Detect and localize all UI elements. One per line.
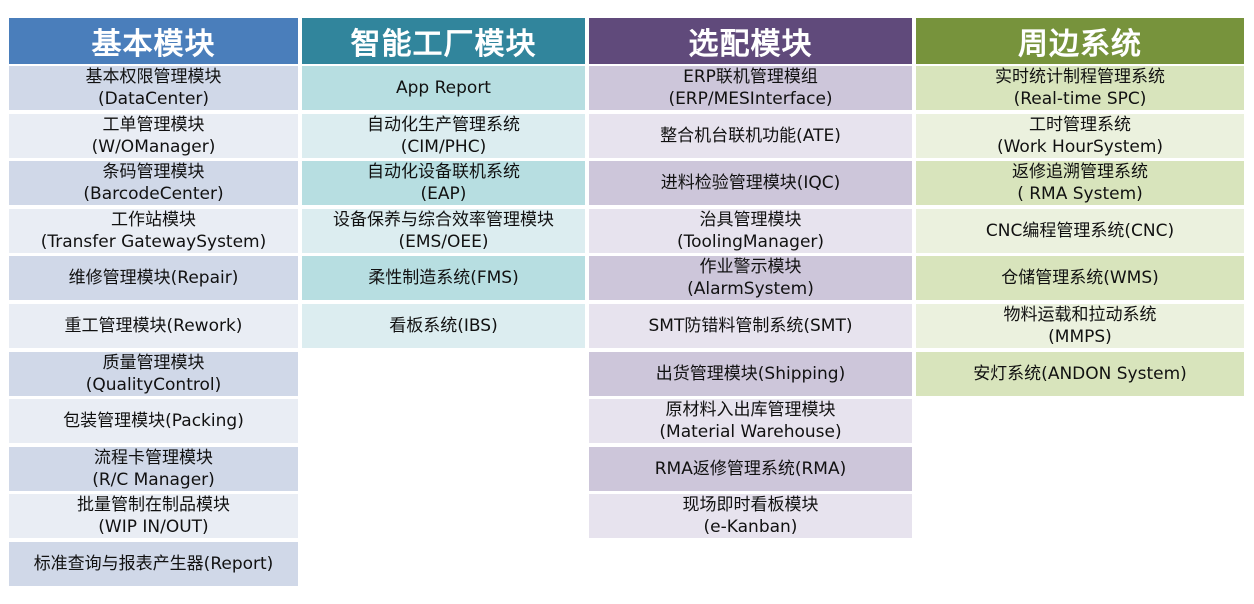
column-header: 基本模块 — [9, 18, 298, 64]
module-item-label: 实时统计制程管理系统 — [995, 67, 1165, 87]
module-item-label: (ERP/MESInterface) — [668, 89, 833, 109]
column-header: 周边系统 — [916, 18, 1244, 64]
module-item-label: 工时管理系统 — [1029, 114, 1131, 135]
module-item-label: 质量管理模块 — [102, 352, 205, 373]
module-item-label: 包装管理模块(Packing) — [63, 411, 244, 432]
module-item-label: 出货管理模块(Shipping) — [655, 363, 846, 384]
module-item-label: (WIP IN/OUT) — [98, 517, 209, 538]
module-item: 安灯系统(ANDON System) — [916, 351, 1244, 396]
module-item-label: (QualityControl) — [85, 374, 222, 395]
module-item-label: 工单管理模块 — [102, 114, 205, 135]
module-item-label: (W/OManager) — [91, 136, 216, 157]
module-item-label: ERP联机管理模组 — [683, 67, 818, 87]
module-item: 返修追溯管理系统( RMA System) — [916, 161, 1244, 206]
module-item-label: 现场即时看板模块 — [682, 495, 819, 516]
module-item-label: (EAP) — [420, 184, 467, 205]
module-item-label: 看板系统(IBS) — [389, 316, 498, 336]
module-item: 治具管理模块(ToolingManager) — [589, 208, 912, 253]
module-item: 看板系统(IBS) — [302, 304, 585, 348]
column-header: 智能工厂模块 — [302, 18, 585, 64]
module-item: 仓储管理系统(WMS) — [916, 256, 1244, 301]
module-item: 重工管理模块(Rework) — [9, 304, 298, 348]
module-item: 整合机台联机功能(ATE) — [589, 113, 912, 158]
module-item-label: 重工管理模块(Rework) — [64, 316, 243, 336]
module-item-label: 物料运载和拉动系统 — [1003, 305, 1157, 325]
column-basic: 基本模块 基本权限管理模块(DataCenter)工单管理模块(W/OManag… — [9, 18, 298, 590]
module-item-label: 维修管理模块(Repair) — [68, 268, 239, 289]
module-item: 进料检验管理模块(IQC) — [589, 161, 912, 206]
module-item-label: (Work HourSystem) — [996, 136, 1164, 157]
module-item-label: 治具管理模块 — [699, 209, 802, 230]
module-item: 设备保养与综合效率管理模块(EMS/OEE) — [302, 208, 585, 253]
module-item-label: (AlarmSystem) — [687, 279, 814, 300]
module-item-label: (DataCenter) — [97, 89, 210, 109]
module-item: 工作站模块(Transfer GatewaySystem) — [9, 208, 298, 253]
module-item-label: App Report — [396, 78, 491, 98]
module-item: 维修管理模块(Repair) — [9, 256, 298, 301]
module-item-label: 自动化设备联机系统 — [367, 162, 520, 183]
module-item-label: (CIM/PHC) — [400, 136, 487, 157]
module-item: 标准查询与报表产生器(Report) — [9, 542, 298, 586]
module-item-label: 返修追溯管理系统 — [1012, 162, 1148, 183]
module-item-label: 设备保养与综合效率管理模块 — [333, 209, 554, 230]
column-peripheral: 周边系统 实时统计制程管理系统(Real-time SPC)工时管理系统(Wor… — [916, 18, 1244, 399]
module-item-label: CNC编程管理系统(CNC) — [985, 220, 1175, 241]
module-item: 原材料入出库管理模块(Material Warehouse) — [589, 399, 912, 444]
module-item-label: 作业警示模块 — [699, 257, 802, 278]
column-header: 选配模块 — [589, 18, 912, 64]
module-item-label: 柔性制造系统(FMS) — [368, 268, 519, 289]
module-item: 流程卡管理模块(R/C Manager) — [9, 446, 298, 491]
module-item: 批量管制在制品模块(WIP IN/OUT) — [9, 494, 298, 539]
module-item-label: (EMS/OEE) — [398, 231, 489, 252]
module-item: 包装管理模块(Packing) — [9, 399, 298, 444]
module-item: 工时管理系统(Work HourSystem) — [916, 113, 1244, 158]
module-item: 工单管理模块(W/OManager) — [9, 113, 298, 158]
module-item: RMA返修管理系统(RMA) — [589, 446, 912, 491]
module-item: ERP联机管理模组(ERP/MESInterface) — [589, 66, 912, 110]
module-item-label: 仓储管理系统(WMS) — [1001, 268, 1159, 289]
module-item: App Report — [302, 66, 585, 110]
module-item-label: 整合机台联机功能(ATE) — [660, 125, 841, 146]
module-item-label: 安灯系统(ANDON System) — [973, 363, 1187, 384]
module-item-label: 条码管理模块 — [102, 162, 205, 183]
module-item-label: 进料检验管理模块(IQC) — [660, 173, 841, 194]
module-item: 物料运载和拉动系统(MMPS) — [916, 304, 1244, 348]
module-item: 现场即时看板模块(e-Kanban) — [589, 494, 912, 539]
module-item-label: 批量管制在制品模块 — [77, 495, 230, 516]
module-item-label: (MMPS) — [1048, 327, 1112, 347]
module-item: CNC编程管理系统(CNC) — [916, 208, 1244, 253]
module-item-label: 自动化生产管理系统 — [367, 114, 520, 135]
module-item-label: (Material Warehouse) — [659, 422, 842, 443]
module-item: 条码管理模块(BarcodeCenter) — [9, 161, 298, 206]
module-item: 出货管理模块(Shipping) — [589, 351, 912, 396]
module-item-label: 工作站模块 — [111, 209, 196, 230]
module-item-label: (Real-time SPC) — [1013, 89, 1147, 109]
module-item-label: (Transfer GatewaySystem) — [40, 231, 267, 252]
module-item: 自动化生产管理系统(CIM/PHC) — [302, 113, 585, 158]
module-item: 柔性制造系统(FMS) — [302, 256, 585, 301]
module-item-label: (e-Kanban) — [703, 517, 798, 538]
module-item: 自动化设备联机系统(EAP) — [302, 161, 585, 206]
module-item: 基本权限管理模块(DataCenter) — [9, 66, 298, 110]
module-item-label: ( RMA System) — [1017, 184, 1143, 205]
module-item-label: (R/C Manager) — [92, 469, 215, 490]
module-item-label: (ToolingManager) — [676, 231, 825, 252]
module-item-label: RMA返修管理系统(RMA) — [654, 458, 847, 479]
module-item: 实时统计制程管理系统(Real-time SPC) — [916, 66, 1244, 110]
module-item-label: 流程卡管理模块 — [94, 447, 213, 468]
module-item-label: 标准查询与报表产生器(Report) — [33, 554, 274, 574]
module-item-label: 基本权限管理模块 — [85, 67, 222, 87]
module-item-label: 原材料入出库管理模块 — [665, 400, 836, 421]
module-item-label: SMT防错料管制系统(SMT) — [648, 316, 853, 336]
module-item: 质量管理模块(QualityControl) — [9, 351, 298, 396]
module-item-label: (BarcodeCenter) — [83, 184, 224, 205]
module-item: SMT防错料管制系统(SMT) — [589, 304, 912, 348]
module-item: 作业警示模块(AlarmSystem) — [589, 256, 912, 301]
column-optional: 选配模块 ERP联机管理模组(ERP/MESInterface) 整合机台联机功能… — [589, 18, 912, 542]
